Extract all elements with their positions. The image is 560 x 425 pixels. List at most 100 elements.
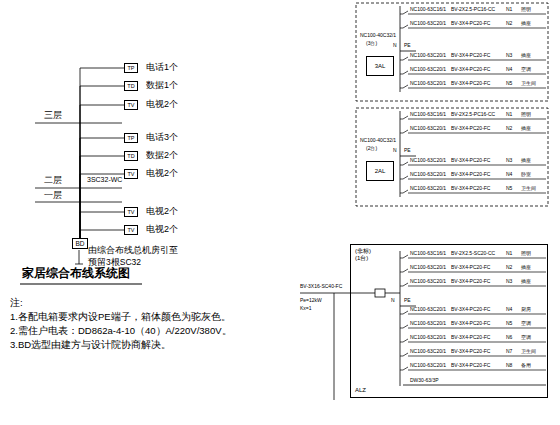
- cable-spec: BV-3X16-SC40-FC: [300, 284, 342, 290]
- cable-spec: BV-2X2.5-SC20-CC: [451, 251, 495, 257]
- pe-label: PE: [404, 298, 411, 304]
- outlet-symbol: TD: [124, 81, 138, 91]
- neutral-label: N: [391, 298, 395, 304]
- circuit-id: N6: [506, 335, 512, 341]
- cable-spec: BV-3X4-PC20-FC: [451, 321, 490, 327]
- breaker-spec: NC100-40C32/1: [360, 33, 396, 39]
- demand-factor: Kx=1: [300, 306, 312, 312]
- breaker-spec: NC100-63C20/1: [410, 172, 446, 178]
- load-name: 卧室: [521, 172, 531, 178]
- cable-spec: BV-3X4-PC20-FC: [451, 279, 490, 285]
- conduit-note: 预留3根SC32: [88, 258, 141, 268]
- outlet-symbol: TV: [124, 169, 138, 179]
- node-text: TV: [127, 227, 134, 233]
- load-name: 照明: [521, 112, 531, 118]
- diagram-title: 家居综合布线系统图: [22, 267, 130, 281]
- node-text: 3AL: [375, 63, 386, 70]
- cable-spec: BV-3X4-PC20-FC: [451, 307, 490, 313]
- outlet-symbol: TV: [124, 100, 138, 110]
- breaker-spec: NC100-40C32/1: [360, 138, 396, 144]
- load-name: 插座: [521, 279, 531, 285]
- floor-line: [35, 123, 122, 124]
- breaker-spec: NC100-63C16/1: [410, 251, 446, 257]
- cable-spec: BV-2X2.5-PC16-CC: [451, 7, 495, 13]
- circuit-id: N3: [506, 158, 512, 164]
- pe-wire: [400, 156, 416, 157]
- panel-enclosure: (非标)(1台) ALZ: [350, 244, 548, 398]
- node-text: 2AL: [375, 168, 386, 175]
- incoming-cable: [334, 293, 335, 400]
- panel-bus: [400, 251, 401, 386]
- floor-label: 一层: [44, 190, 62, 200]
- note-text: 3.BD选型由建方与设计院协商解决。: [10, 340, 171, 351]
- load-name: 卫生间: [521, 186, 536, 192]
- circuit-id: N4: [506, 67, 512, 73]
- node-text: (非标): [355, 248, 371, 255]
- riser-cable: [80, 105, 124, 238]
- panel-enclosure: [356, 3, 548, 101]
- breaker-spec: NC100-63C20/1: [410, 67, 446, 73]
- circuit-id: N2: [506, 265, 512, 271]
- load-value: Pe=12kW: [300, 298, 322, 304]
- title-underline: [20, 283, 142, 284]
- note-text: 1.各配电箱要求内设PE端子，箱体颜色为驼灰色。: [10, 312, 231, 323]
- outlet-label: 数据1个: [146, 80, 178, 90]
- load-name: 厨房: [521, 307, 531, 313]
- outlet-label: 电视2个: [146, 206, 178, 216]
- outlet-symbol: TP: [124, 63, 138, 73]
- outlet-symbol: TV: [124, 207, 138, 217]
- meter-symbol: [375, 289, 385, 297]
- breaker-spec: NC100-63C20/1: [410, 279, 446, 285]
- load-name: 插座: [521, 158, 531, 164]
- outlet-symbol: TP: [124, 133, 138, 143]
- circuit-id: N2: [506, 21, 512, 27]
- load-name: 插座: [521, 53, 531, 59]
- load-name: 照明: [521, 7, 531, 13]
- neutral-label: N: [393, 43, 397, 49]
- panel-bus: [400, 111, 401, 197]
- load-name: 备用: [521, 363, 531, 369]
- panel-box: 2AL: [366, 161, 394, 181]
- note-heading: 注:: [10, 298, 23, 309]
- floor-label: 三层: [44, 110, 62, 120]
- node-text: (1台): [355, 255, 368, 262]
- cable-spec: BV-3X4-PC20-FC: [451, 172, 490, 178]
- node-text: TV: [127, 209, 134, 215]
- node-text: TD: [127, 83, 134, 89]
- circuit-id: N3: [506, 53, 512, 59]
- node-text: TP: [127, 65, 134, 71]
- load-name: 插座: [521, 265, 531, 271]
- load-name: 插座: [521, 126, 531, 132]
- node-text: BD: [75, 240, 84, 247]
- node-text: ALZ: [355, 387, 366, 394]
- incoming-conduit: [79, 250, 80, 264]
- load-name: 空调: [521, 335, 531, 341]
- riser-cable: [80, 212, 124, 238]
- source-note: 由综合布线总机房引至: [88, 246, 178, 256]
- node-text: TP: [127, 135, 134, 141]
- cable-spec: BV-3X4-PC20-FC: [451, 349, 490, 355]
- breaker-spec: NC100-63C16/1: [410, 112, 446, 118]
- breaker-spec: DW30-63/3P: [410, 378, 439, 384]
- outlet-label: 电话3个: [146, 132, 178, 142]
- breaker-spec: NC100-63C20/1: [410, 126, 446, 132]
- outlet-label: 电视2个: [146, 168, 178, 178]
- cable-spec: BV-2X2.5-PC16-CC: [451, 112, 495, 118]
- quantity: (3台): [366, 41, 377, 47]
- circuit-id: N1: [506, 251, 512, 257]
- node-text: TV: [127, 171, 134, 177]
- main-breaker-line: [403, 385, 546, 386]
- breaker-spec: NC100-63C20/1: [410, 21, 446, 27]
- riser-cable: [80, 86, 124, 238]
- pe-label: PE: [404, 148, 411, 154]
- circuit-id: N5: [506, 186, 512, 192]
- breaker-spec: NC100-63C20/1: [410, 349, 446, 355]
- breaker-spec: NC100-63C20/1: [410, 363, 446, 369]
- cable-spec: BV-3X4-PC20-FC: [451, 21, 490, 27]
- floor-line: [35, 188, 122, 189]
- panel-enclosure: [356, 108, 548, 206]
- load-name: 照明: [521, 251, 531, 257]
- breaker-spec: NC100-63C20/1: [410, 307, 446, 313]
